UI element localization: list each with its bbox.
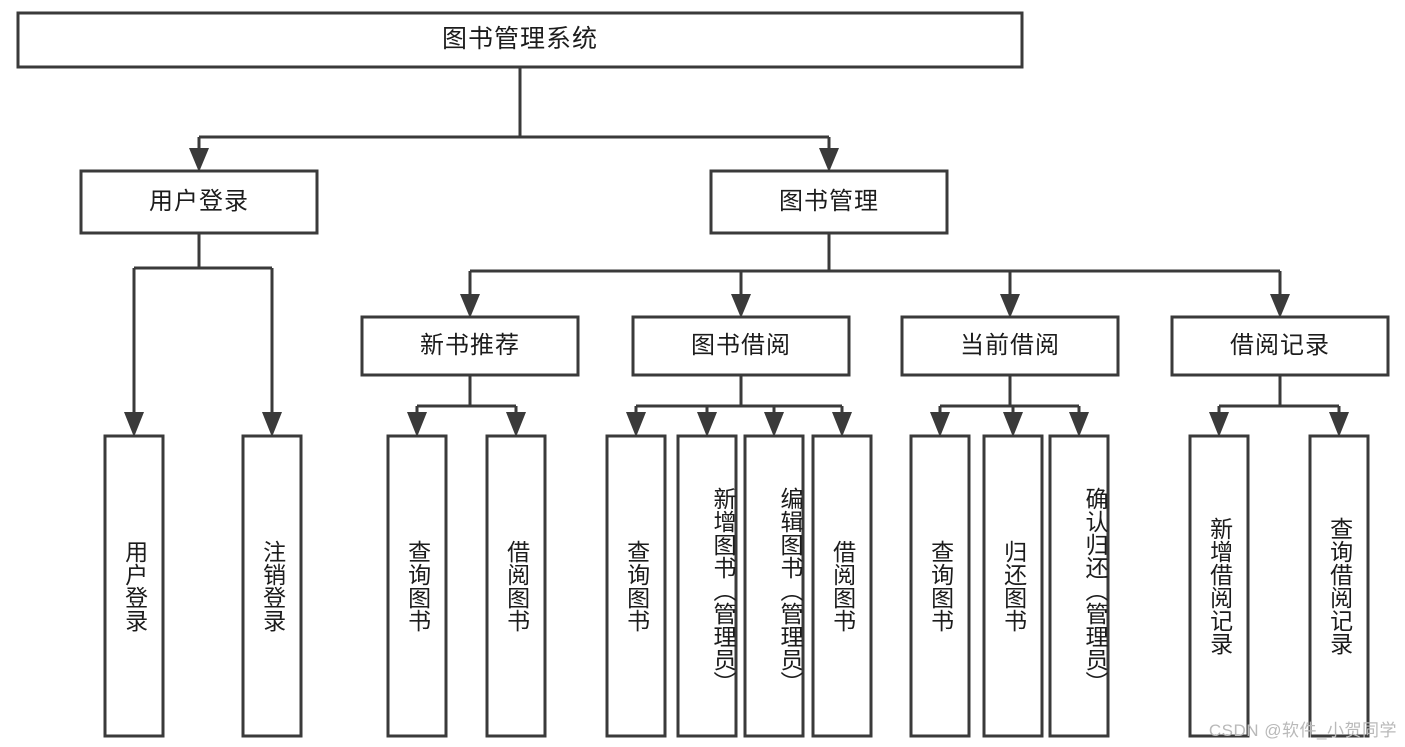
node-leaf-query-book-3[interactable]	[909, 434, 971, 738]
node-book-management[interactable]	[709, 169, 949, 235]
node-new-book-recommend[interactable]	[360, 315, 580, 377]
node-user-login[interactable]	[79, 169, 319, 235]
node-borrow-record[interactable]	[1170, 315, 1390, 377]
node-leaf-query-book-1[interactable]	[386, 434, 448, 738]
node-leaf-borrow-book-2[interactable]	[811, 434, 873, 738]
node-leaf-add-book-admin[interactable]	[676, 434, 738, 738]
connector-newbook-to-leaves	[407, 375, 526, 437]
node-leaf-query-borrow-record[interactable]	[1308, 434, 1370, 738]
node-leaf-confirm-return-admin[interactable]	[1048, 434, 1110, 738]
node-leaf-query-book-2[interactable]	[605, 434, 667, 738]
connector-userlogin-to-leaves	[124, 233, 282, 437]
connector-currentborrow-to-leaves	[930, 375, 1089, 437]
connector-root-to-level2	[189, 67, 839, 172]
node-book-borrow[interactable]	[631, 315, 851, 377]
connector-bookmgmt-to-level3	[460, 233, 1290, 318]
connector-bookborrow-to-leaves	[626, 375, 852, 437]
node-leaf-user-login[interactable]	[103, 434, 165, 738]
node-leaf-logout[interactable]	[241, 434, 303, 738]
node-root[interactable]	[16, 11, 1024, 69]
node-leaf-add-borrow-record[interactable]	[1188, 434, 1250, 738]
node-current-borrow[interactable]	[900, 315, 1120, 377]
node-leaf-edit-book-admin[interactable]	[743, 434, 805, 738]
node-leaf-borrow-book-1[interactable]	[485, 434, 547, 738]
connector-borrowrecord-to-leaves	[1209, 375, 1349, 437]
node-leaf-return-book[interactable]	[982, 434, 1044, 738]
